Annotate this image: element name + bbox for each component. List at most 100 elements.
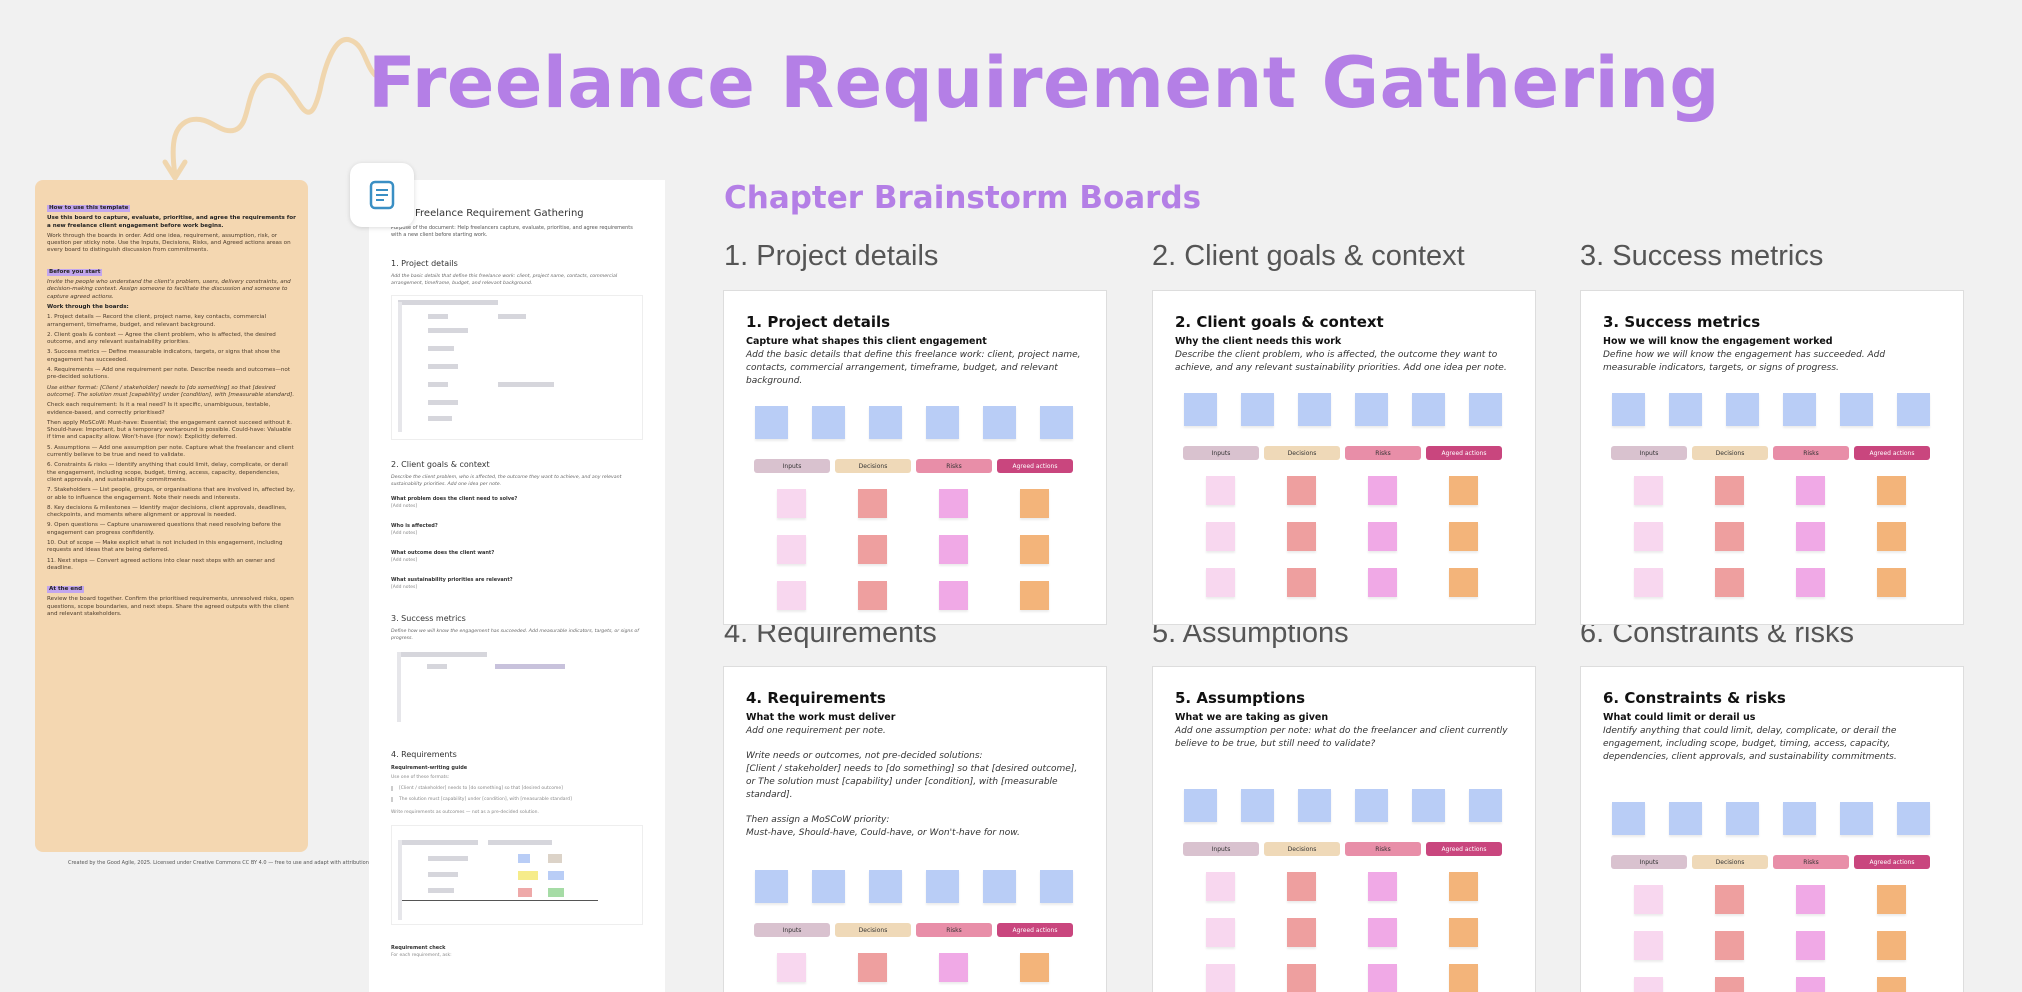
sticky-note[interactable]	[777, 535, 806, 564]
sticky-note[interactable]	[1184, 393, 1217, 426]
sticky-note[interactable]	[1612, 393, 1645, 426]
sticky-note[interactable]	[1449, 872, 1478, 901]
sticky-note[interactable]	[1449, 568, 1478, 597]
sticky-note[interactable]	[1877, 977, 1906, 992]
sticky-note[interactable]	[812, 870, 845, 903]
sticky-note[interactable]	[1368, 872, 1397, 901]
sticky-note[interactable]	[926, 406, 959, 439]
sticky-note[interactable]	[1715, 931, 1744, 960]
sticky-note[interactable]	[1206, 918, 1235, 947]
sticky-note[interactable]	[1020, 953, 1049, 982]
sticky-note[interactable]	[1783, 393, 1816, 426]
sticky-note[interactable]	[1897, 802, 1930, 835]
sticky-note[interactable]	[1840, 393, 1873, 426]
sticky-note[interactable]	[1715, 568, 1744, 597]
sticky-note[interactable]	[1287, 872, 1316, 901]
sticky-note[interactable]	[1206, 872, 1235, 901]
sticky-note[interactable]	[1796, 568, 1825, 597]
sticky-note[interactable]	[1206, 568, 1235, 597]
sticky-note[interactable]	[1715, 476, 1744, 505]
sticky-note[interactable]	[1669, 393, 1702, 426]
sticky-note[interactable]	[1796, 885, 1825, 914]
sticky-note[interactable]	[1368, 918, 1397, 947]
sticky-note[interactable]	[1715, 522, 1744, 551]
sticky-note[interactable]	[1796, 977, 1825, 992]
sticky-note[interactable]	[1206, 476, 1235, 505]
sticky-note[interactable]	[1669, 802, 1702, 835]
sticky-note[interactable]	[1040, 406, 1073, 439]
sticky-note[interactable]	[1020, 581, 1049, 610]
sticky-note[interactable]	[1287, 476, 1316, 505]
sticky-note[interactable]	[1184, 789, 1217, 822]
sticky-note[interactable]	[1840, 802, 1873, 835]
sticky-note[interactable]	[1020, 535, 1049, 564]
sticky-note[interactable]	[1368, 476, 1397, 505]
sticky-note[interactable]	[926, 870, 959, 903]
sticky-note[interactable]	[1726, 802, 1759, 835]
sticky-note[interactable]	[1368, 964, 1397, 992]
sticky-note[interactable]	[1715, 885, 1744, 914]
sticky-note[interactable]	[1796, 476, 1825, 505]
sticky-note[interactable]	[983, 406, 1016, 439]
sticky-note[interactable]	[939, 489, 968, 518]
sticky-note[interactable]	[1877, 931, 1906, 960]
doc-answer[interactable]: [Add notes]	[391, 558, 418, 563]
sticky-note[interactable]	[1355, 393, 1388, 426]
sticky-note[interactable]	[1634, 885, 1663, 914]
sticky-note[interactable]	[1449, 522, 1478, 551]
sticky-note[interactable]	[1298, 789, 1331, 822]
sticky-note[interactable]	[1368, 568, 1397, 597]
sticky-note[interactable]	[1241, 393, 1274, 426]
sticky-note[interactable]	[1877, 522, 1906, 551]
doc-answer[interactable]: [Add notes]	[391, 531, 418, 536]
sticky-note[interactable]	[1449, 964, 1478, 992]
sticky-note[interactable]	[1449, 918, 1478, 947]
sticky-note[interactable]	[1020, 489, 1049, 518]
sticky-note[interactable]	[1897, 393, 1930, 426]
sticky-note[interactable]	[1355, 789, 1388, 822]
sticky-note[interactable]	[1412, 789, 1445, 822]
sticky-note[interactable]	[858, 953, 887, 982]
sticky-note[interactable]	[858, 489, 887, 518]
sticky-note[interactable]	[1287, 522, 1316, 551]
sticky-note[interactable]	[755, 870, 788, 903]
sticky-note[interactable]	[983, 870, 1016, 903]
sticky-note[interactable]	[777, 489, 806, 518]
sticky-note[interactable]	[1612, 802, 1645, 835]
sticky-note[interactable]	[1469, 789, 1502, 822]
sticky-note[interactable]	[1412, 393, 1445, 426]
sticky-note[interactable]	[858, 581, 887, 610]
sticky-note[interactable]	[755, 406, 788, 439]
sticky-note[interactable]	[939, 581, 968, 610]
sticky-note[interactable]	[1634, 568, 1663, 597]
sticky-note[interactable]	[1634, 931, 1663, 960]
sticky-note[interactable]	[1241, 789, 1274, 822]
sticky-note[interactable]	[1877, 476, 1906, 505]
sticky-note[interactable]	[1715, 977, 1744, 992]
sticky-note[interactable]	[1206, 522, 1235, 551]
sticky-note[interactable]	[1726, 393, 1759, 426]
sticky-note[interactable]	[777, 953, 806, 982]
sticky-note[interactable]	[869, 870, 902, 903]
sticky-note[interactable]	[1287, 964, 1316, 992]
sticky-note[interactable]	[1783, 802, 1816, 835]
sticky-note[interactable]	[1449, 476, 1478, 505]
doc-answer[interactable]: [Add notes]	[391, 504, 418, 509]
sticky-note[interactable]	[1287, 568, 1316, 597]
sticky-note[interactable]	[1877, 568, 1906, 597]
sticky-note[interactable]	[812, 406, 845, 439]
doc-answer[interactable]: [Add notes]	[391, 585, 418, 590]
sticky-note[interactable]	[939, 953, 968, 982]
sticky-note[interactable]	[1040, 870, 1073, 903]
sticky-note[interactable]	[1298, 393, 1331, 426]
sticky-note[interactable]	[1634, 977, 1663, 992]
sticky-note[interactable]	[1469, 393, 1502, 426]
sticky-note[interactable]	[1368, 522, 1397, 551]
